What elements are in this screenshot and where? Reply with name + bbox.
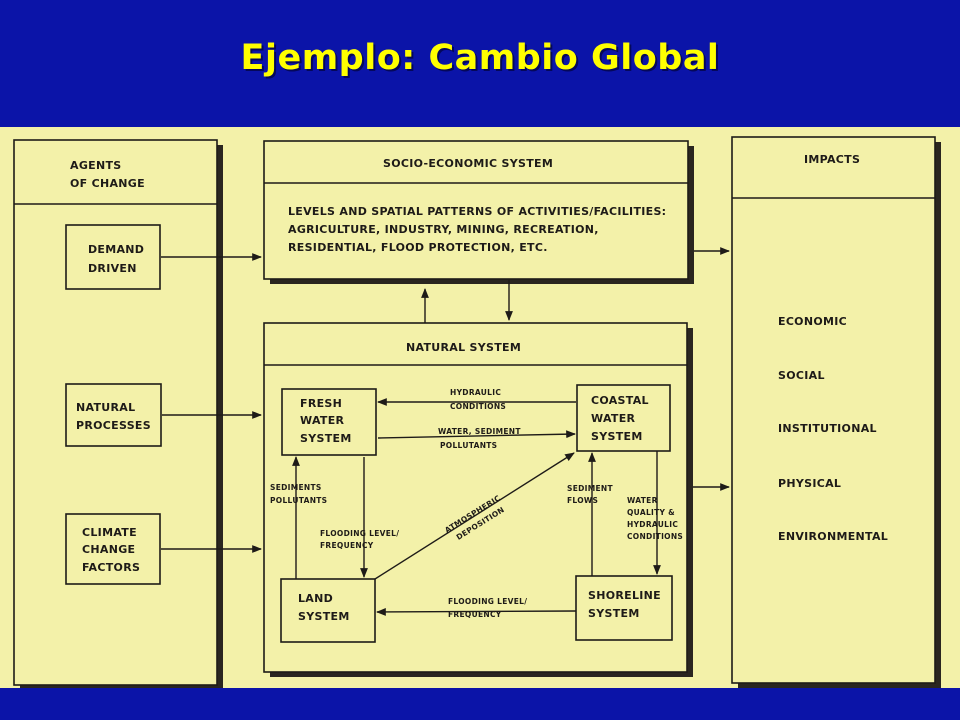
socio-title: SOCIO-ECONOMIC SYSTEM [383,157,553,170]
diagram-scan: AGENTS OF CHANGE DEMAND DRIVEN NATURAL P… [0,127,960,688]
hydraulic-label-1: HYDRAULIC [450,388,501,397]
natural-line1: NATURAL [76,401,135,414]
demand-line1: DEMAND [88,243,144,256]
coastal-water-box: COASTAL WATER SYSTEM [576,384,671,452]
impact-physical: PHYSICAL [778,477,841,490]
socio-economic-panel: SOCIO-ECONOMIC SYSTEM LEVELS AND SPATIAL… [263,140,694,284]
natural-system-arrows [292,398,661,616]
sediment-flows-label-1: SEDIMENT [567,484,614,493]
water-sediment-label-2: POLLUTANTS [440,441,497,450]
natural-system-panel: NATURAL SYSTEM [263,322,693,677]
natural-processes-box: NATURAL PROCESSES [65,383,162,447]
climate-change-box: CLIMATE CHANGE FACTORS [65,513,161,585]
shoreline-line2: SYSTEM [588,607,640,620]
land-line2: SYSTEM [298,610,350,623]
climate-line1: CLIMATE [82,526,137,539]
agents-title-line1: AGENTS [70,159,122,172]
fresh-line3: SYSTEM [300,432,352,445]
demand-driven-box: DEMAND DRIVEN [65,224,161,290]
climate-line3: FACTORS [82,561,140,574]
water-sediment-label-1: WATER, SEDIMENT [438,427,521,436]
fresh-line2: WATER [300,414,345,427]
hydraulic-label-2: CONDITIONS [450,402,506,411]
socio-body-line2: AGRICULTURE, INDUSTRY, MINING, RECREATIO… [288,223,599,236]
sediments-label-1: SEDIMENTS [270,483,322,492]
main-arrows [161,247,730,553]
natural-system-title: NATURAL SYSTEM [406,341,521,354]
coastal-line1: COASTAL [591,394,649,407]
impact-institutional: INSTITUTIONAL [778,422,877,435]
fresh-water-box: FRESH WATER SYSTEM [281,388,377,456]
natural-line2: PROCESSES [76,419,151,432]
flooding-label-1: FLOODING LEVEL/ [320,529,399,538]
flooding-bottom-label-1: FLOODING LEVEL/ [448,597,527,606]
impact-social: SOCIAL [778,369,825,382]
coastal-line3: SYSTEM [591,430,643,443]
land-system-box: LAND SYSTEM [280,578,376,643]
water-quality-label-1: WATER [627,496,658,505]
shoreline-system-box: SHORELINE SYSTEM [575,575,673,641]
agents-title-line2: OF CHANGE [70,177,145,190]
impacts-title: IMPACTS [804,153,860,166]
socio-body-line1: LEVELS AND SPATIAL PATTERNS OF ACTIVITIE… [288,205,666,218]
sediment-flows-label-2: FLOWS [567,496,598,505]
impact-environmental: ENVIRONMENTAL [778,530,888,543]
land-line1: LAND [298,592,333,605]
flooding-label-2: FREQUENCY [320,541,374,550]
flow-labels: HYDRAULIC CONDITIONS WATER, SEDIMENT POL… [270,388,683,619]
water-quality-label-2: QUALITY & [627,508,675,517]
impact-economic: ECONOMIC [778,315,847,328]
agents-of-change-panel: AGENTS OF CHANGE [13,139,223,688]
flooding-bottom-label-2: FREQUENCY [448,610,502,619]
system-diagram: AGENTS OF CHANGE DEMAND DRIVEN NATURAL P… [13,136,941,688]
shoreline-line1: SHORELINE [588,589,661,602]
water-quality-label-3: HYDRAULIC [627,520,678,529]
coastal-line2: WATER [591,412,636,425]
sediments-label-2: POLLUTANTS [270,496,327,505]
climate-line2: CHANGE [82,543,135,556]
impacts-panel: IMPACTS ECONOMIC SOCIAL INSTITUTIONAL PH… [731,136,941,688]
socio-body-line3: RESIDENTIAL, FLOOD PROTECTION, ETC. [288,241,548,254]
demand-line2: DRIVEN [88,262,137,275]
water-quality-label-4: CONDITIONS [627,532,683,541]
slide-title: Ejemplo: Cambio Global [240,38,720,78]
fresh-line1: FRESH [300,397,342,410]
